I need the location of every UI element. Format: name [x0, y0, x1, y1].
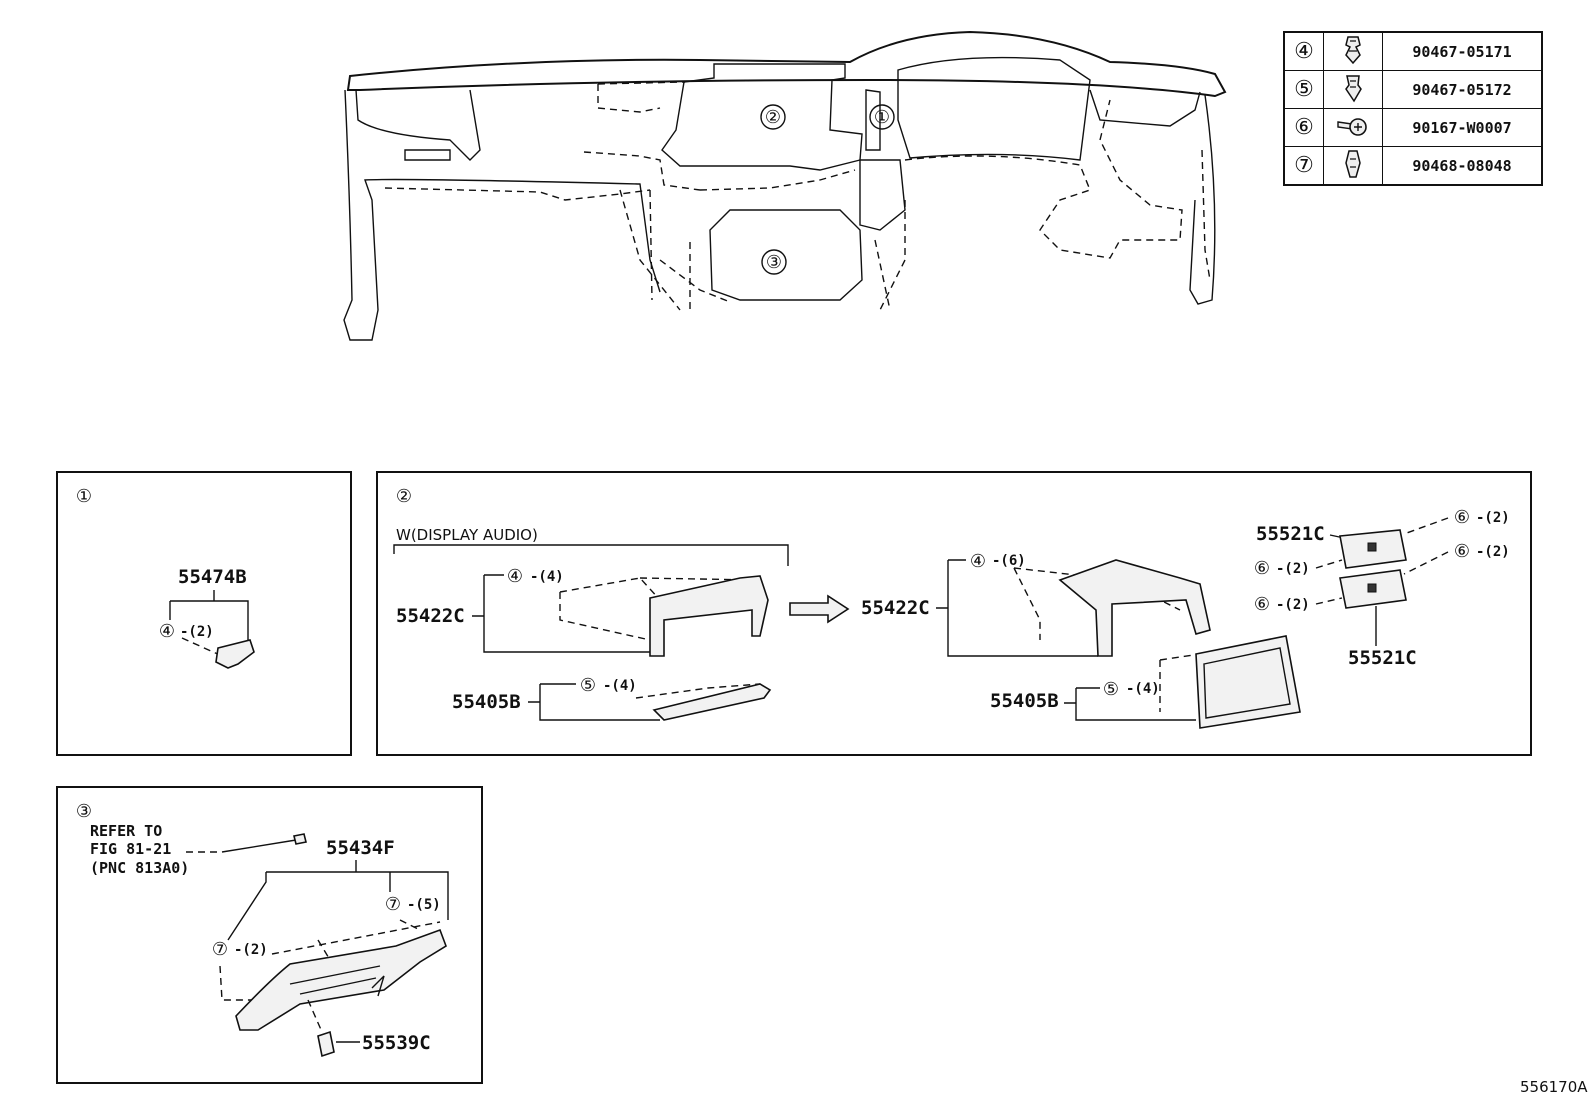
screw-callout: ⑥	[1254, 558, 1270, 579]
part-number-label: 55422C	[396, 605, 465, 627]
part-number-label: 55521C	[1348, 647, 1417, 669]
part-number-label: 55405B	[452, 691, 521, 713]
detail-panel-1: ① 55474B ④ -(2)	[56, 471, 352, 756]
quantity-label: -(2)	[1276, 597, 1310, 613]
refer-text: REFER TO	[90, 822, 162, 840]
figure-id: 556170A	[1520, 1078, 1588, 1096]
part-number-label: 55405B	[990, 690, 1059, 712]
quantity-label: -(2)	[234, 942, 268, 958]
clip-icon	[1323, 70, 1383, 109]
panel-index: ③	[76, 801, 92, 822]
part-number-label: 55521C	[1256, 523, 1325, 545]
detail-panel-3: ③ REFER TO FIG 81-21 (PNC 813A0) 55434F …	[56, 786, 483, 1084]
variant-label: W(DISPLAY AUDIO)	[396, 526, 538, 544]
bracket-part	[649, 575, 769, 657]
quantity-label: -(4)	[603, 678, 637, 694]
screw-callout: ⑥	[1454, 541, 1470, 562]
quantity-label: -(4)	[1126, 681, 1160, 697]
clip-icon	[1323, 146, 1383, 186]
quantity-label: -(5)	[407, 897, 441, 913]
cover-part	[235, 928, 447, 1031]
fastener-part-no: 90468-08048	[1382, 146, 1543, 186]
fastener-key: ⑦	[1283, 146, 1324, 186]
fastener-table: ④ 90467-05171 ⑤ 90467-05172 ⑥ 90167-W000…	[1283, 31, 1543, 186]
arrow-right-icon	[789, 594, 850, 624]
part-number-label: 55422C	[861, 597, 930, 619]
fastener-part-no: 90467-05171	[1382, 31, 1543, 71]
part-number-label: 55434F	[326, 837, 395, 859]
quantity-label: -(6)	[992, 553, 1026, 569]
quantity-label: -(2)	[1476, 544, 1510, 560]
fastener-key: ⑥	[1283, 108, 1324, 147]
part-number-label: 55474B	[178, 566, 247, 588]
part-number-label: 55539C	[362, 1032, 431, 1054]
detail-panel-2: ② W(DISPLAY AUDIO) 55422C ④ -(4) 55405B …	[376, 471, 1532, 756]
refer-text: FIG 81-21	[90, 840, 171, 858]
fastener-row: ⑦ 90468-08048	[1283, 146, 1543, 186]
fastener-callout: ④	[507, 566, 523, 587]
fastener-row: ⑥ 90167-W0007	[1283, 108, 1543, 147]
panel-index: ②	[396, 486, 412, 507]
clip-callout: ⑦	[212, 939, 228, 960]
screw-icon	[1323, 108, 1383, 147]
quantity-label: -(2)	[1276, 561, 1310, 577]
callout-3: ③	[766, 252, 782, 273]
clip-part	[215, 639, 255, 669]
fastener-callout: ⑤	[580, 675, 596, 696]
screw-callout: ⑥	[1454, 507, 1470, 528]
bezel-part	[652, 683, 772, 721]
panel-index: ①	[76, 486, 92, 507]
screw-callout: ⑥	[1254, 594, 1270, 615]
refer-text: (PNC 813A0)	[90, 859, 189, 877]
fastener-part-no: 90167-W0007	[1382, 108, 1543, 147]
overview-callouts: ② ① ③	[760, 104, 895, 275]
connector-part	[293, 833, 307, 845]
quantity-label: -(4)	[530, 569, 564, 585]
quantity-label: -(2)	[1476, 510, 1510, 526]
fastener-callout: ⑤	[1103, 679, 1119, 700]
callout-2: ②	[765, 107, 781, 128]
fastener-callout: ④	[159, 621, 175, 642]
instrument-panel-overview	[343, 30, 1227, 341]
lamp-part	[317, 1030, 335, 1058]
bracket-part	[1058, 559, 1211, 657]
callout-1: ①	[874, 107, 890, 128]
quantity-label: -(2)	[180, 624, 214, 640]
clip-callout: ⑦	[385, 894, 401, 915]
display-part	[1195, 635, 1301, 729]
fastener-callout: ④	[970, 551, 986, 572]
